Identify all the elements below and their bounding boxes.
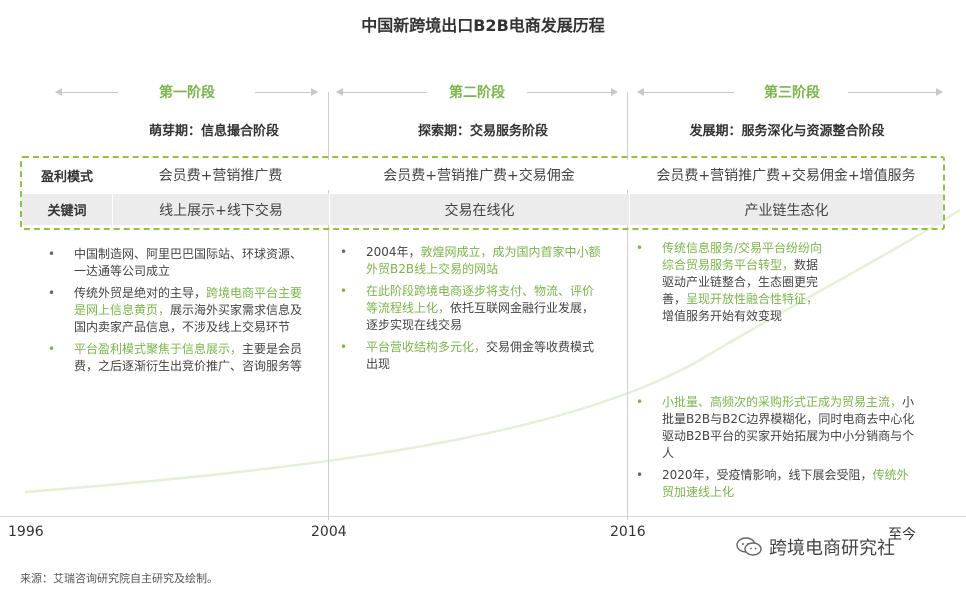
highlight-text: 传统信息服务/交易平台纷纷向综合贸易服务平台转型， [662, 241, 823, 272]
highlight-text: 呈现开放性融合性特征， [686, 292, 819, 306]
highlight-text: 在此阶段跨境电商逐步将支付、物流、评价等流程线上化， [366, 284, 595, 315]
table-cell: 线上展示+线下交易 [112, 194, 329, 225]
bullet-text: 小批量B2B与B2C边界模糊化，同时电商去中心化驱动B2B平台的买家开始拓展为中… [662, 395, 915, 460]
bullet-text: 展示海外买家需求信息及国内卖家产品信息，不涉及线上交易环节 [74, 303, 303, 334]
bullet-dot: • [48, 247, 56, 261]
bullet-text: 2020年，受疫情影响，线下展会受阻， [662, 468, 873, 482]
source-note: 来源：艾瑞咨询研究院自主研究及绘制。 [20, 572, 218, 585]
bullet-dot: • [636, 395, 644, 409]
table-cell: 会员费+营销推广费+交易佣金+增值服务 [656, 168, 916, 184]
bullet-text: 依托互联网金融行业发展，逐步实现在线交易 [366, 301, 595, 332]
bullet-item: • 平台营收结构多元化，交易佣金等收费模式出现 [340, 339, 604, 373]
row-header: 关键词 [47, 204, 87, 219]
phase-divider [627, 92, 628, 520]
phase-2-bullets: • 2004年，敦煌网成立，成为国内首家中小额外贸B2B线上交易的网站 • 在此阶段跨… [340, 244, 604, 378]
highlight-text: 小批量、高频次的采购形式正成为贸易主流， [662, 395, 903, 409]
wechat-icon [736, 537, 762, 556]
row-header: 盈利模式 [40, 169, 93, 185]
phase-subtitle-3: 发展期：服务深化与资源整合阶段 [689, 124, 885, 139]
bullet-text: 2004年， [366, 245, 421, 259]
phase-label-2: 第二阶段 [449, 85, 505, 101]
bullet-dot: • [340, 284, 348, 298]
summary-table: 盈利模式 会员费+营销推广费 会员费+营销推广费+交易佣金 会员费+营销推广费+… [20, 156, 945, 230]
bullet-item: • 在此阶段跨境电商逐步将支付、物流、评价等流程线上化，依托互联网金融行业发展，逐… [340, 283, 604, 334]
bullet-dot: • [340, 340, 348, 354]
bullet-item: • 小批量、高频次的采购形式正成为贸易主流，小批量B2B与B2C边界模糊化，同时电… [636, 394, 916, 462]
bullet-item: • 中国制造网、阿里巴巴国际站、环球资源、一达通等公司成立 [48, 246, 310, 280]
table-cell: 会员费+营销推广费+交易佣金 [383, 168, 575, 184]
bullet-item: • 平台盈利模式聚焦于信息展示，主要是会员费，之后逐渐衍生出竞价推广、咨询服务等 [48, 341, 310, 375]
bullet-dot: • [340, 245, 348, 259]
bullet-text: 交易佣金等收费模式出现 [366, 340, 595, 371]
bullet-text: 主要是会员费，之后逐渐衍生出竞价推广、咨询服务等 [74, 342, 303, 373]
highlight-text: 跨境电商平台主要是网上信息黄页， [74, 286, 303, 317]
year-label: 至今 [888, 527, 916, 543]
phase-label-1: 第一阶段 [159, 85, 215, 101]
highlight-text: 平台营收结构多元化， [366, 340, 487, 354]
phase-arrow-right [848, 88, 943, 96]
phase-label-3: 第三阶段 [764, 85, 820, 101]
phase-subtitle-2: 探索期：交易服务阶段 [417, 124, 548, 139]
phase-arrow-right [527, 88, 618, 96]
bullet-text: 传统外贸是绝对的主导， [74, 286, 207, 300]
bullet-item: • 传统外贸是绝对的主导，跨境电商平台主要是网上信息黄页，展示海外买家需求信息及国… [48, 285, 310, 336]
diagram-title: 中国新跨境出口B2B电商发展历程 [361, 16, 605, 35]
phase-arrow-left [336, 88, 427, 96]
phase-arrow-left [637, 88, 734, 96]
highlight-text: 传统外贸加速线上化 [662, 468, 909, 499]
table-cell: 会员费+营销推广费 [158, 168, 283, 184]
phase-subtitle-1: 萌芽期：信息撮合阶段 [148, 124, 279, 139]
bullet-text: 中国制造网、阿里巴巴国际站、环球资源、一达通等公司成立 [74, 247, 303, 278]
phase-arrow-left [55, 88, 118, 96]
bullet-text: 数据驱动产业链整合，生态圈更完善， [662, 258, 819, 306]
year-label: 1996 [8, 524, 44, 540]
bullet-item: • 2020年，受疫情影响，线下展会受阻，传统外贸加速线上化 [636, 467, 916, 501]
highlight-text: 敦煌网成立，成为国内首家中小额外贸B2B线上交易的网站 [366, 245, 601, 276]
bullet-dot: • [48, 286, 56, 300]
bullet-text: 增值服务开始有效变现 [662, 309, 783, 323]
watermark-text: 跨境电商研究社 [769, 538, 895, 559]
phase-3-bullets-bottom: • 小批量、高频次的采购形式正成为贸易主流，小批量B2B与B2C边界模糊化，同时电… [636, 394, 916, 506]
bullet-dot: • [48, 342, 56, 356]
phase-3-bullets-top: • 传统信息服务/交易平台纷纷向综合贸易服务平台转型，数据驱动产业链整合，生态圈更… [636, 240, 826, 330]
year-label: 2016 [610, 524, 646, 540]
table-cell: 产业链生态化 [629, 194, 943, 225]
table-row-profit-model: 盈利模式 会员费+营销推广费 会员费+营销推广费+交易佣金 会员费+营销推广费+… [22, 160, 943, 190]
table-row-keywords: 关键词 线上展示+线下交易 交易在线化 产业链生态化 [22, 194, 943, 225]
phase-divider [328, 92, 329, 520]
bullet-dot: • [636, 468, 644, 482]
phase-arrow-right [255, 88, 318, 96]
year-label: 2004 [311, 524, 347, 540]
phase-1-bullets: • 中国制造网、阿里巴巴国际站、环球资源、一达通等公司成立 • 传统外贸是绝对的主导，… [48, 246, 310, 380]
bullet-dot: • [636, 241, 644, 255]
table-cell: 交易在线化 [329, 194, 629, 225]
bullet-item: • 2004年，敦煌网成立，成为国内首家中小额外贸B2B线上交易的网站 [340, 244, 604, 278]
highlight-text: 平台盈利模式聚焦于信息展示， [74, 342, 243, 356]
watermark: 跨境电商研究社 [735, 534, 895, 560]
bullet-item: • 传统信息服务/交易平台纷纷向综合贸易服务平台转型，数据驱动产业链整合，生态圈更… [636, 240, 826, 325]
time-axis [0, 516, 966, 517]
